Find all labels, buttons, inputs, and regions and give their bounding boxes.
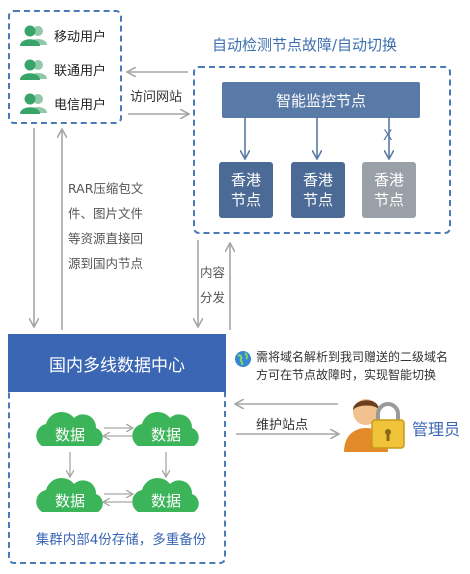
hk-node-line1: 香港 bbox=[302, 171, 333, 189]
monitor-heading: 自动检测节点故障/自动切换 bbox=[212, 36, 398, 54]
dns-note-line1: 需将域名解析到我司赠送的二级域名 bbox=[256, 350, 449, 364]
hk-node-1: 香港节点 bbox=[219, 162, 273, 218]
cloud-icon bbox=[36, 477, 103, 512]
user-group-icon bbox=[20, 25, 47, 46]
cloud-icon bbox=[36, 411, 103, 446]
resource-note-line: 等资源直接回 bbox=[68, 231, 144, 246]
admin-label: 管理员 bbox=[412, 420, 461, 439]
cloud-label-bottom-right: 数据 bbox=[150, 492, 181, 510]
cloud-label-top-left: 数据 bbox=[54, 426, 85, 444]
users-group bbox=[8, 10, 122, 124]
dns-note: 需将域名解析到我司赠送的二级域名 方可在节点故障时，实现智能切换 bbox=[256, 348, 466, 384]
resource-note-line: RAR压缩包文 bbox=[68, 181, 144, 196]
distribute-note: 内容 分发 bbox=[200, 260, 225, 310]
dns-note-line2: 方可在节点故障时，实现智能切换 bbox=[256, 368, 437, 382]
monitor-group bbox=[193, 66, 451, 234]
hk-node-3-failed: 香港节点 bbox=[362, 162, 416, 218]
cloud-icon bbox=[132, 411, 199, 446]
user-row-mobile: 移动用户 bbox=[18, 22, 106, 48]
admin-lock-icon bbox=[344, 399, 405, 452]
resource-note: RAR压缩包文 件、图片文件 等资源直接回 源到国内节点 bbox=[68, 176, 143, 276]
hk-node-line2: 节点 bbox=[373, 191, 404, 209]
hk-node-line2: 节点 bbox=[230, 191, 261, 209]
smart-monitor-node: 智能监控节点 bbox=[222, 82, 420, 118]
user-row-unicom: 联通用户 bbox=[18, 56, 106, 82]
distribute-note-line: 内容 bbox=[200, 265, 226, 280]
user-label-mobile: 移动用户 bbox=[54, 29, 107, 45]
hk-node-2: 香港节点 bbox=[291, 162, 345, 218]
user-group-icon bbox=[20, 93, 47, 114]
datacenter-group bbox=[8, 368, 226, 564]
maintain-site-label: 维护站点 bbox=[256, 418, 309, 433]
visit-site-label: 访问网站 bbox=[130, 90, 183, 105]
resource-note-line: 源到国内节点 bbox=[68, 256, 144, 271]
user-row-telecom: 电信用户 bbox=[18, 90, 106, 116]
user-group-icon bbox=[20, 59, 47, 80]
cloud-label-top-right: 数据 bbox=[150, 426, 181, 444]
hk-node-line2: 节点 bbox=[302, 191, 333, 209]
datacenter-footer: 集群内部4份存储，多重备份 bbox=[35, 532, 207, 548]
cloud-icon bbox=[132, 477, 199, 512]
hk-node-line1: 香港 bbox=[230, 171, 261, 189]
datacenter-title: 国内多线数据中心 bbox=[8, 334, 226, 392]
user-label-telecom: 电信用户 bbox=[54, 97, 107, 113]
hk-node-line1: 香港 bbox=[373, 171, 404, 189]
user-label-unicom: 联通用户 bbox=[54, 63, 107, 79]
failed-mark: X bbox=[383, 128, 393, 144]
cloud-label-bottom-left: 数据 bbox=[54, 492, 85, 510]
distribute-note-line: 分发 bbox=[200, 290, 226, 305]
resource-note-line: 件、图片文件 bbox=[68, 206, 144, 221]
globe-icon bbox=[235, 351, 251, 367]
